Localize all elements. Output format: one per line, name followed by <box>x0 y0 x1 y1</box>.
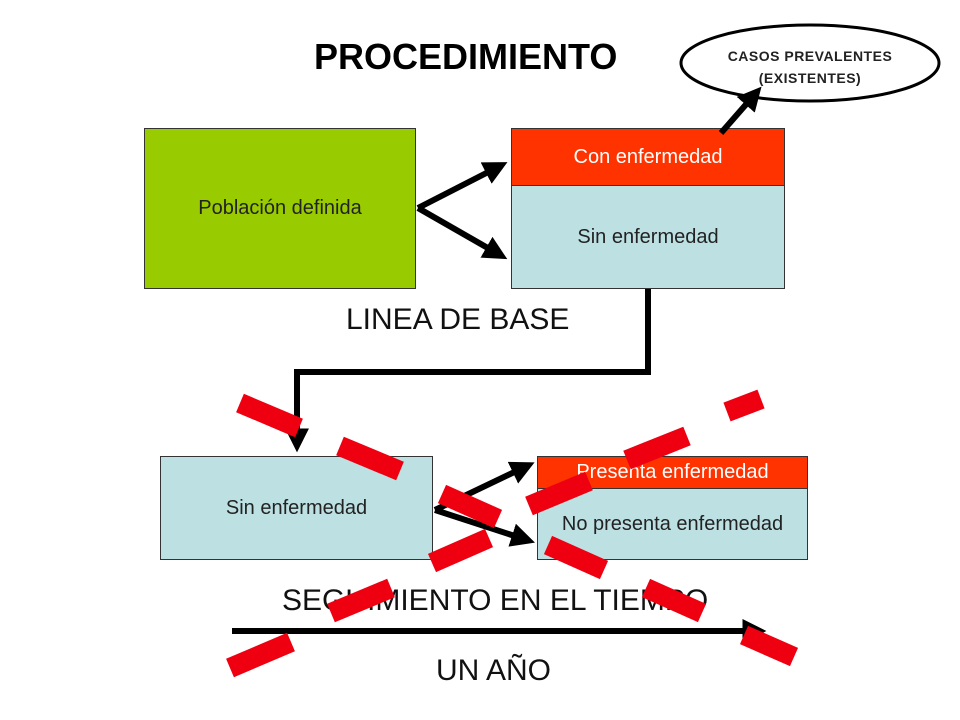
sin-enfermedad-box: Sin enfermedad <box>511 185 785 289</box>
red-dash <box>739 625 799 667</box>
red-cross-marks <box>226 389 799 678</box>
page-title: PROCEDIMIENTO <box>314 36 618 77</box>
red-dash <box>437 484 503 529</box>
con-enfermedad-label: Con enfermedad <box>573 145 723 168</box>
sin-enfermedad-label: Sin enfermedad <box>577 225 719 248</box>
no-presenta-enfermedad-label: No presenta enfermedad <box>561 512 784 535</box>
red-dash <box>336 436 404 481</box>
casos-line2: (EXISTENTES) <box>758 70 862 86</box>
linea-de-base-label: LINEA DE BASE <box>346 303 570 336</box>
arrow-to-casos <box>718 86 762 135</box>
no-presenta-enfermedad-box: No presenta enfermedad <box>537 488 808 560</box>
seguimiento-sin-enfermedad-label: Sin enfermedad <box>225 496 368 519</box>
red-dash <box>543 535 609 580</box>
red-dash <box>641 578 707 623</box>
red-dash <box>525 471 593 516</box>
casos-prevalentes-ellipse <box>679 23 941 103</box>
arrow-to-sin-enfermedad <box>416 205 508 260</box>
red-dash <box>427 528 494 573</box>
red-dash <box>226 632 295 678</box>
arrow-to-con-enfermedad <box>416 162 508 211</box>
red-dash <box>723 389 765 422</box>
arrow-to-no-presenta <box>434 507 535 547</box>
red-dash <box>623 426 691 470</box>
red-dash <box>327 578 395 623</box>
poblacion-definida-box: Población definida <box>144 128 416 289</box>
presenta-enfermedad-label: Presenta enfermedad <box>576 461 769 483</box>
red-dash <box>236 393 303 438</box>
connector-to-seguimiento <box>285 289 651 453</box>
casos-line1: CASOS PREVALENTES <box>727 48 893 64</box>
poblacion-definida-label: Población definida <box>198 197 362 219</box>
un-ano-label: UN AÑO <box>436 654 552 687</box>
presenta-enfermedad-box: Presenta enfermedad <box>537 456 808 489</box>
casos-prevalentes-text: CASOS PREVALENTES (EXISTENTES) <box>685 45 935 89</box>
